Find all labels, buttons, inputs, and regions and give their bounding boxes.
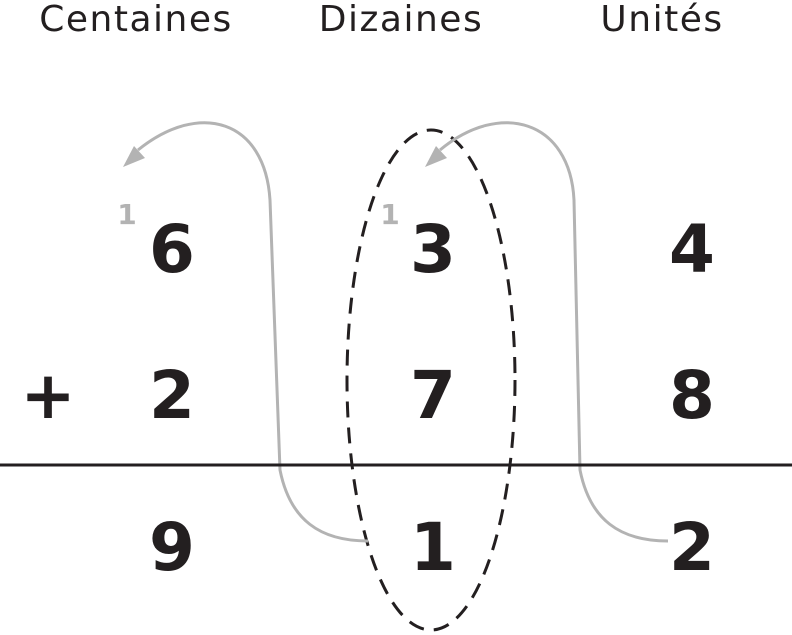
first-number-tens-digit: 3 (410, 211, 456, 288)
header-tens: Dizaines (319, 0, 483, 40)
carry-arrow-units-to-tens (439, 121, 669, 543)
result-tens-digit: 1 (410, 509, 456, 586)
carry-arrow-tens-to-hundreds (137, 121, 369, 543)
header-units: Unités (600, 0, 723, 40)
second-number-units-digit: 8 (669, 357, 715, 434)
carry-digit-tens: 1 (380, 198, 399, 231)
result-hundreds-digit: 9 (149, 509, 195, 586)
tens-column-highlight-ellipse (345, 128, 517, 632)
header-hundreds: Centaines (39, 0, 233, 40)
first-number-hundreds-digit: 6 (149, 211, 195, 288)
second-number-hundreds-digit: 2 (149, 357, 195, 434)
carry-arrow-units-to-tens-head (425, 146, 447, 167)
result-units-digit: 2 (669, 509, 715, 586)
carry-digit-hundreds: 1 (117, 198, 136, 231)
first-number-units-digit: 4 (669, 211, 715, 288)
carry-arrow-tens-to-hundreds-head (123, 146, 145, 167)
second-number-tens-digit: 7 (410, 357, 456, 434)
plus-operator: + (20, 357, 75, 434)
